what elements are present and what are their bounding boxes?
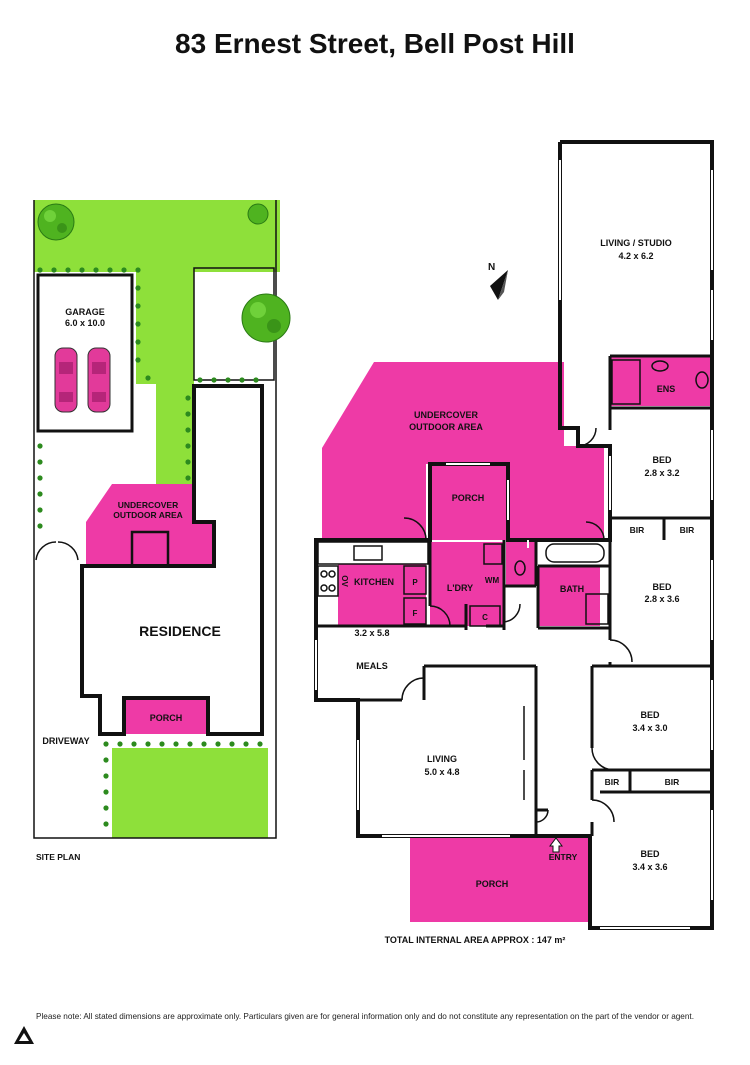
car-icon	[54, 347, 78, 413]
wc-toilet-icon	[514, 560, 526, 576]
interior-walls	[316, 354, 712, 836]
site-porch-label: PORCH	[150, 713, 183, 723]
bir-a-label: BIR	[630, 525, 645, 535]
ensuite-shower-icon	[611, 359, 641, 405]
kitchen-bench	[317, 541, 429, 565]
undercover-label-2: OUTDOOR AREA	[409, 422, 483, 432]
bed2-label: BED	[652, 582, 672, 592]
fridge-label: F	[413, 609, 418, 618]
residence-outline	[80, 384, 264, 736]
rear-lawn	[34, 200, 280, 272]
bed2-dims: 2.8 x 3.6	[644, 594, 679, 604]
basin-icon	[651, 360, 669, 372]
front-porch-label: PORCH	[476, 879, 509, 889]
living-label: LIVING	[427, 754, 457, 764]
tree-icon	[247, 203, 269, 225]
floor-plan: N LIVING / STUDIO 4.2 x 6.2 ENS UNDERCOV…	[314, 140, 714, 945]
north-arrow-icon	[490, 270, 508, 300]
bed4-dims: 3.4 x 3.6	[632, 862, 667, 872]
washing-machine-label: WM	[485, 576, 500, 585]
disclaimer-text: Please note: All stated dimensions are a…	[36, 1012, 694, 1021]
site-undercover-label-1: UNDERCOVER	[118, 500, 178, 510]
living-studio-label: LIVING / STUDIO	[600, 238, 672, 248]
site-porch-back	[130, 530, 170, 568]
site-plan: GARAGE 6.0 x 10.0 UNDERCOVER OUTDOOR ARE…	[33, 200, 291, 862]
driveway-label: DRIVEWAY	[42, 736, 89, 746]
bathtub-icon	[545, 543, 605, 563]
ensuite-fill	[610, 356, 710, 406]
bir-b-label: BIR	[680, 525, 695, 535]
bir-d-label: BIR	[665, 777, 680, 787]
garage-outline	[36, 273, 134, 433]
total-area-label: TOTAL INTERNAL AREA APPROX : 147 m²	[385, 935, 566, 945]
meals-label: MEALS	[356, 661, 388, 671]
site-undercover-label-2: OUTDOOR AREA	[113, 510, 183, 520]
site-plan-caption: SITE PLAN	[36, 852, 80, 862]
living-studio-dims: 4.2 x 6.2	[618, 251, 653, 261]
windows	[315, 160, 713, 929]
car-icon	[87, 347, 111, 413]
kitchen-dims: 3.2 x 5.8	[354, 628, 389, 638]
back-porch-label: PORCH	[452, 493, 485, 503]
laundry-tub-icon	[483, 543, 503, 565]
front-lawn	[112, 748, 268, 838]
lawn-strip	[136, 268, 194, 384]
gate-icon	[35, 541, 79, 561]
hedge-dots	[37, 267, 263, 827]
bath-label: BATH	[560, 584, 584, 594]
oven-label: OV	[340, 575, 349, 587]
sink-icon	[353, 545, 383, 561]
toilet-icon	[695, 371, 709, 389]
kitchen-label: KITCHEN	[354, 577, 394, 587]
residence-label: RESIDENCE	[139, 623, 221, 639]
page-title: 83 Ernest Street, Bell Post Hill	[175, 28, 575, 59]
tree-icon	[37, 203, 75, 241]
bed4-label: BED	[640, 849, 660, 859]
bir-c-label: BIR	[605, 777, 620, 787]
laundry-label: L'DRY	[447, 583, 473, 593]
kitchen-fill	[338, 564, 426, 626]
site-undercover-area	[86, 484, 214, 566]
site-porch-area	[124, 698, 208, 734]
cupboard-label: C	[482, 613, 488, 622]
bed1-dims: 2.8 x 3.2	[644, 468, 679, 478]
pantry-box	[403, 565, 427, 595]
undercover-label-1: UNDERCOVER	[414, 410, 479, 420]
garage-dims: 6.0 x 10.0	[65, 318, 105, 328]
back-porch-fill	[430, 466, 506, 540]
wc-fill	[506, 542, 536, 586]
cupboard-box	[469, 605, 501, 627]
site-boundary	[33, 200, 277, 839]
garage-label: GARAGE	[65, 307, 105, 317]
bath-fill	[538, 566, 600, 626]
entry-arrow-icon	[549, 837, 563, 853]
tree-icon	[241, 293, 291, 343]
ensuite-label: ENS	[657, 384, 676, 394]
fridge-box	[403, 597, 427, 625]
living-dims: 5.0 x 4.8	[424, 767, 459, 777]
doors	[401, 427, 633, 823]
bed3-dims: 3.4 x 3.0	[632, 723, 667, 733]
bed1-label: BED	[652, 455, 672, 465]
bed3-label: BED	[640, 710, 660, 720]
agency-logo-icon	[14, 1026, 34, 1044]
entry-label: ENTRY	[549, 852, 578, 862]
north-label: N	[488, 262, 495, 273]
shower-icon	[585, 593, 609, 625]
pantry-label: P	[412, 578, 418, 587]
cooktop-icon	[317, 565, 339, 597]
undercover-outdoor-area	[322, 362, 604, 540]
